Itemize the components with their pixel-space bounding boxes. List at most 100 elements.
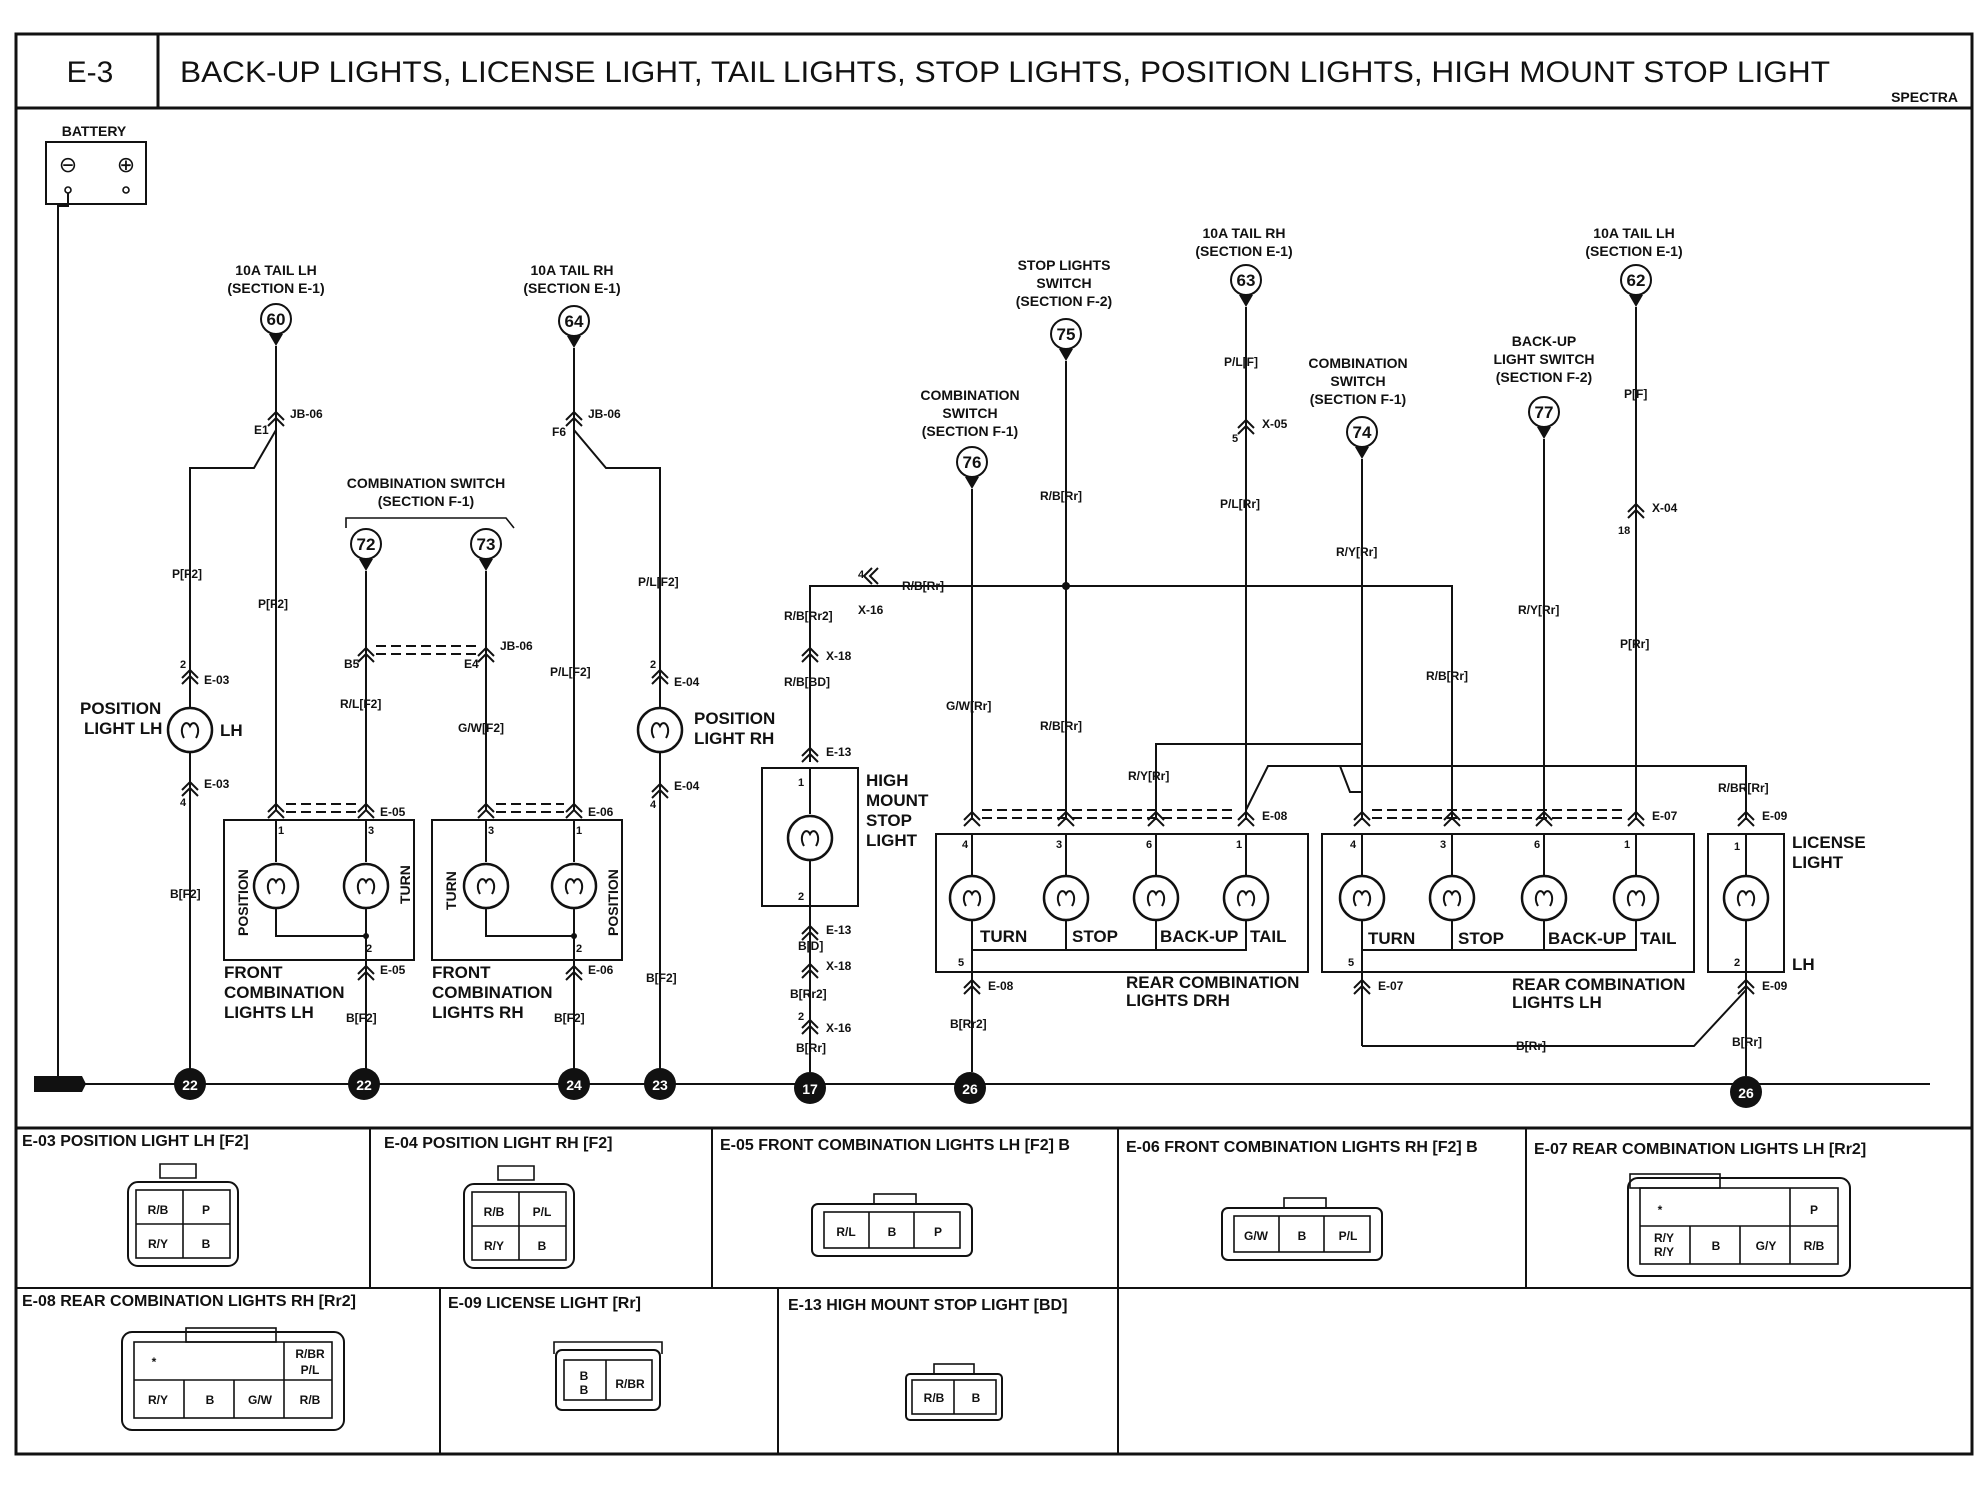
- source-combination-switch-front: COMBINATION SWITCH (SECTION F-1) 72 73: [345, 475, 515, 571]
- wire-color-label: R/Y[Rr]: [1336, 545, 1377, 559]
- ground-number: 22: [356, 1077, 372, 1093]
- pin-number: 2: [798, 891, 804, 903]
- lamp-label: BACK-UP: [1548, 929, 1626, 948]
- connector-cell: R/B: [484, 1205, 505, 1219]
- pin-mark: B5: [344, 657, 360, 671]
- source-section: (SECTION E-1): [523, 280, 620, 296]
- connector-cell: P: [934, 1225, 942, 1239]
- wire: [971, 920, 1247, 951]
- pin-mark: F6: [552, 425, 566, 439]
- connector-face: [563, 1359, 653, 1401]
- connector-cell: G/Y: [1756, 1239, 1777, 1253]
- battery-symbol: [45, 141, 147, 205]
- wire-color-label: P[F2]: [258, 597, 288, 611]
- battery-ground-wire: [57, 193, 69, 1082]
- pin-number: 3: [488, 825, 494, 837]
- connector-cell: R/BR: [615, 1377, 645, 1391]
- connector-cell: B: [206, 1393, 215, 1407]
- ground-point-icon: [348, 1068, 380, 1100]
- source-number: 63: [1237, 271, 1256, 290]
- source-section: (SECTION F-1): [1310, 391, 1406, 407]
- connector-mark: E-03: [204, 777, 230, 791]
- connector-mark: X-16: [826, 1021, 852, 1035]
- wire: [809, 585, 1064, 762]
- component-label: REAR COMBINATION: [1512, 975, 1685, 994]
- pin-number: 1: [576, 825, 582, 837]
- connector-cell: R/Y: [1654, 1245, 1674, 1259]
- connector-mark: X-05: [1262, 417, 1288, 431]
- source-number: 76: [963, 453, 982, 472]
- connector-cell: P: [1810, 1203, 1818, 1217]
- component-label: FRONT: [224, 963, 283, 982]
- ground-number: 23: [652, 1077, 668, 1093]
- lamp-label: STOP: [1458, 929, 1504, 948]
- wire-color-label: R/Y[Rr]: [1518, 603, 1559, 617]
- connector-face: [823, 1211, 961, 1249]
- connector-mark: E-07: [1378, 979, 1404, 993]
- source-label: LIGHT SWITCH: [1493, 351, 1594, 367]
- connector-cell: P: [202, 1203, 210, 1217]
- ground-point-icon: [1730, 1076, 1762, 1108]
- component-box: [223, 819, 415, 961]
- pin-number: 1: [278, 825, 284, 837]
- connector-cell: B: [202, 1237, 211, 1251]
- connector-title: E-06 FRONT COMBINATION LIGHTS RH [F2] B: [1126, 1139, 1478, 1156]
- connector-cell: R/BR: [295, 1347, 325, 1361]
- connector-housing: [1627, 1177, 1851, 1277]
- source-section: (SECTION F-2): [1016, 293, 1112, 309]
- connector-latch: [1629, 1173, 1721, 1189]
- source-tail-rh-64: 10A TAIL RH (SECTION E-1) 64: [523, 262, 621, 348]
- connector-mark: E-08: [1262, 809, 1288, 823]
- connector-mark: E-04: [674, 675, 700, 689]
- component-label: LIGHTS LH: [1512, 993, 1602, 1012]
- position-light-rh-label: POSITION: [694, 709, 775, 728]
- connector-mark: E-03: [204, 673, 230, 687]
- connector-title: E-13 HIGH MOUNT STOP LIGHT [BD]: [788, 1297, 1067, 1314]
- connector-e05: E-05 FRONT COMBINATION LIGHTS LH [F2] B …: [720, 1137, 1070, 1257]
- rear-combination-lights-lh: E-07 4 3 6 1 5 TURN STOP BACK-UP TAIL RE…: [1321, 809, 1747, 1053]
- connector-housing: [905, 1373, 1003, 1421]
- battery-label: BATTERY: [62, 123, 127, 139]
- connector-mark: X-16: [858, 603, 884, 617]
- connector-cell: P/L: [301, 1363, 320, 1377]
- wire-color-label: G/W[F2]: [458, 721, 504, 735]
- ground-points: 22 22 24 23 17 26 26: [174, 1068, 1762, 1108]
- source-section: (SECTION F-2): [1496, 369, 1592, 385]
- connector-housing: [811, 1203, 973, 1257]
- source-tail-lh-60: 10A TAIL LH (SECTION E-1) 60: [227, 262, 325, 346]
- source-label: SWITCH: [1330, 373, 1385, 389]
- connector-latch: [553, 1341, 663, 1354]
- connector-cell: R/B: [300, 1393, 321, 1407]
- component-label: MOUNT: [866, 791, 929, 810]
- source-label: COMBINATION SWITCH: [347, 475, 505, 491]
- ground-point-icon: [954, 1072, 986, 1104]
- connector-e08: E-08 REAR COMBINATION LIGHTS RH [Rr2] * …: [22, 1293, 356, 1431]
- source-label: COMBINATION: [1308, 355, 1407, 371]
- wire: [1155, 743, 1363, 820]
- source-section: (SECTION E-1): [1585, 243, 1682, 259]
- connector-cell: B: [1712, 1239, 1721, 1253]
- model-name: SPECTRA: [1891, 89, 1958, 105]
- connector-title: E-09 LICENSE LIGHT [Rr]: [448, 1295, 641, 1312]
- component-label: LIGHT: [1792, 853, 1844, 872]
- pin-number: 5: [958, 957, 964, 969]
- pin-mark: E4: [464, 657, 479, 671]
- source-label: BACK-UP: [1512, 333, 1577, 349]
- connector-mark: X-18: [826, 959, 852, 973]
- front-combination-lights-rh: E-06 3 1 2 TURN POSITION FRONT COMBINATI…: [431, 803, 623, 1070]
- pin-number: 4: [650, 799, 657, 811]
- position-light-lh-label: LIGHT LH: [84, 719, 162, 738]
- connector-housing: [555, 1349, 661, 1411]
- side-label: LH: [220, 721, 243, 740]
- pin-number: 3: [1056, 839, 1062, 851]
- source-number: 72: [357, 535, 376, 554]
- wire-color-label: R/BR[Rr]: [1718, 781, 1769, 795]
- connector-cell: R/B: [924, 1391, 945, 1405]
- component-label: STOP: [866, 811, 912, 830]
- high-mount-stop-light: 4 R/B[Rr] R/B[Rr2] X-16 X-18 R/B[BD] E-1…: [761, 567, 1064, 1072]
- wire: [275, 908, 367, 937]
- source-tail-lh-62: 10A TAIL LH (SECTION E-1) 62: [1585, 225, 1683, 307]
- source-number: 64: [565, 312, 584, 331]
- wire-color-label: R/B[Rr]: [1426, 669, 1468, 683]
